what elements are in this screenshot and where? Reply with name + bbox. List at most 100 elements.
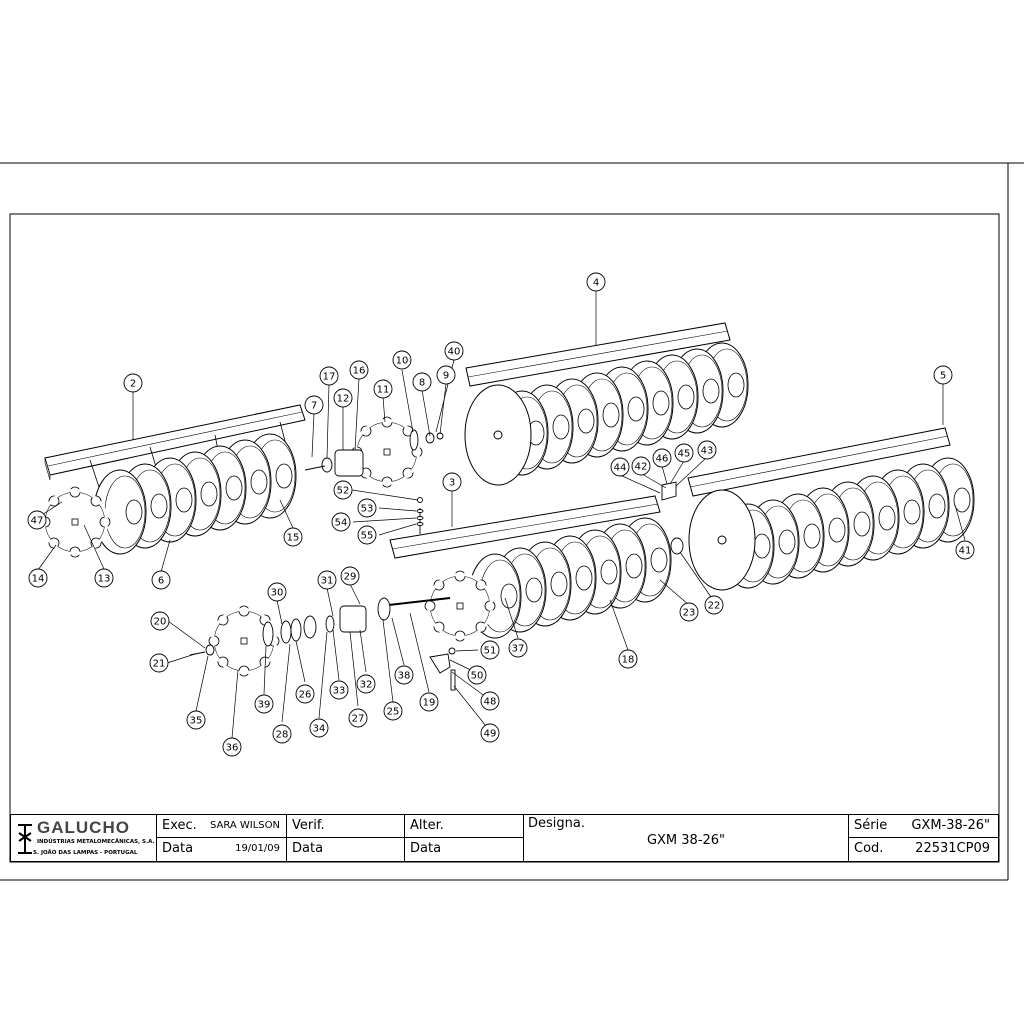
callout-number: 44 bbox=[614, 463, 627, 474]
callout-number: 20 bbox=[154, 617, 167, 628]
callout-36: 36 bbox=[222, 737, 242, 757]
company-logo: GALUCHO INDÚSTRIAS METALOMECÂNICAS, S.A.… bbox=[11, 815, 157, 861]
galucho-logo-icon bbox=[18, 824, 32, 854]
callout-number: 5 bbox=[940, 371, 946, 382]
serie-value: GXM-38-26" bbox=[911, 818, 990, 833]
callout-32: 32 bbox=[356, 674, 376, 694]
callout-number: 28 bbox=[276, 730, 289, 741]
callout-number: 35 bbox=[190, 716, 203, 727]
callout-6: 6 bbox=[151, 570, 171, 590]
verif-label: Verif. bbox=[292, 818, 325, 833]
callout-bubble bbox=[933, 365, 953, 385]
part-callouts bbox=[36, 290, 966, 739]
alter-label: Alter. bbox=[410, 818, 444, 833]
callout-bubble bbox=[480, 723, 500, 743]
callout-bubble bbox=[508, 638, 528, 658]
callout-bubble bbox=[480, 691, 500, 711]
callout-number: 32 bbox=[360, 680, 373, 691]
callout-49: 49 bbox=[480, 723, 500, 743]
callout-34: 34 bbox=[309, 718, 329, 738]
callout-39: 39 bbox=[254, 694, 274, 714]
exec-value: SARA WILSON bbox=[209, 820, 280, 831]
callout-number: 22 bbox=[708, 601, 721, 612]
callout-27: 27 bbox=[348, 708, 368, 728]
callout-number: 14 bbox=[32, 574, 45, 585]
exec-label: Exec. bbox=[162, 818, 197, 833]
callout-number: 46 bbox=[656, 454, 669, 465]
callout-number: 54 bbox=[335, 518, 348, 529]
callout-number: 49 bbox=[484, 729, 497, 740]
callout-number: 23 bbox=[683, 608, 696, 619]
callout-number: 43 bbox=[701, 446, 714, 457]
callout-number: 17 bbox=[323, 372, 336, 383]
callout-26: 26 bbox=[295, 684, 315, 704]
callout-number: 45 bbox=[678, 449, 691, 460]
callout-number: 16 bbox=[353, 366, 366, 377]
callout-bubble bbox=[309, 718, 329, 738]
exploded-bearing-assembly-bottom bbox=[189, 597, 456, 691]
data-label-3: Data bbox=[410, 841, 442, 856]
callout-number: 51 bbox=[484, 646, 497, 657]
callout-16: 16 bbox=[349, 360, 369, 380]
callout-number: 55 bbox=[361, 531, 374, 542]
callout-bubble bbox=[254, 694, 274, 714]
company-line2: S. JOÃO DAS LAMPAS - PORTUGAL bbox=[33, 850, 138, 856]
callout-bubble bbox=[704, 595, 724, 615]
data-label-2: Data bbox=[292, 841, 324, 856]
company-line1: INDÚSTRIAS METALOMECÂNICAS, S.A. bbox=[37, 839, 155, 845]
callout-number: 11 bbox=[377, 385, 390, 396]
callout-bubble bbox=[444, 341, 464, 361]
callout-bubble bbox=[652, 448, 672, 468]
callout-bubble bbox=[340, 566, 360, 586]
serie-label: Série bbox=[854, 818, 888, 833]
callout-bubble bbox=[319, 366, 339, 386]
callout-7: 7 bbox=[304, 395, 324, 415]
callout-number: 41 bbox=[959, 546, 972, 557]
callout-bubble bbox=[373, 379, 393, 399]
callout-bubble bbox=[272, 724, 292, 744]
callout-bubble bbox=[618, 649, 638, 669]
callout-38: 38 bbox=[394, 665, 414, 685]
callout-number: 18 bbox=[622, 655, 635, 666]
callout-number: 9 bbox=[443, 371, 449, 382]
callout-number: 38 bbox=[398, 671, 411, 682]
callout-bubble bbox=[442, 472, 462, 492]
callout-bubble bbox=[222, 737, 242, 757]
callout-number: 7 bbox=[311, 401, 317, 412]
callout-bubble bbox=[357, 498, 377, 518]
callout-bubble bbox=[610, 457, 630, 477]
callout-bubble bbox=[331, 512, 351, 532]
cod-cell: Cod. 22531CP09 bbox=[849, 838, 998, 861]
callout-number: 13 bbox=[98, 574, 111, 585]
callout-number: 8 bbox=[419, 378, 425, 389]
callout-number: 30 bbox=[271, 588, 284, 599]
callout-33: 33 bbox=[329, 680, 349, 700]
callout-35: 35 bbox=[186, 710, 206, 730]
callout-number: 2 bbox=[130, 379, 136, 390]
title-block: GALUCHO INDÚSTRIAS METALOMECÂNICAS, S.A.… bbox=[10, 814, 999, 862]
callout-5: 5 bbox=[933, 365, 953, 385]
callout-number: 26 bbox=[299, 690, 312, 701]
callout-bubble bbox=[412, 372, 432, 392]
callout-number: 50 bbox=[471, 671, 484, 682]
data-cell-3: Data bbox=[405, 838, 524, 861]
data-label-1: Data bbox=[162, 841, 194, 856]
callout-28: 28 bbox=[272, 724, 292, 744]
callout-number: 21 bbox=[153, 659, 166, 670]
callout-bubble bbox=[28, 568, 48, 588]
alter-cell: Alter. bbox=[405, 815, 524, 838]
callout-bubbles: 2345678910111213141516171819202122232526… bbox=[27, 272, 975, 757]
callout-number: 37 bbox=[512, 644, 525, 655]
callout-42: 42 bbox=[631, 456, 651, 476]
callout-bubble bbox=[383, 701, 403, 721]
callout-bubble bbox=[151, 570, 171, 590]
callout-15: 15 bbox=[283, 527, 303, 547]
callout-number: 10 bbox=[396, 356, 409, 367]
callout-number: 33 bbox=[333, 686, 346, 697]
callout-bubble bbox=[392, 350, 412, 370]
callout-number: 4 bbox=[593, 278, 599, 289]
callout-number: 40 bbox=[448, 347, 461, 358]
callout-number: 34 bbox=[313, 724, 326, 735]
callout-22: 22 bbox=[704, 595, 724, 615]
callout-number: 42 bbox=[635, 462, 648, 473]
